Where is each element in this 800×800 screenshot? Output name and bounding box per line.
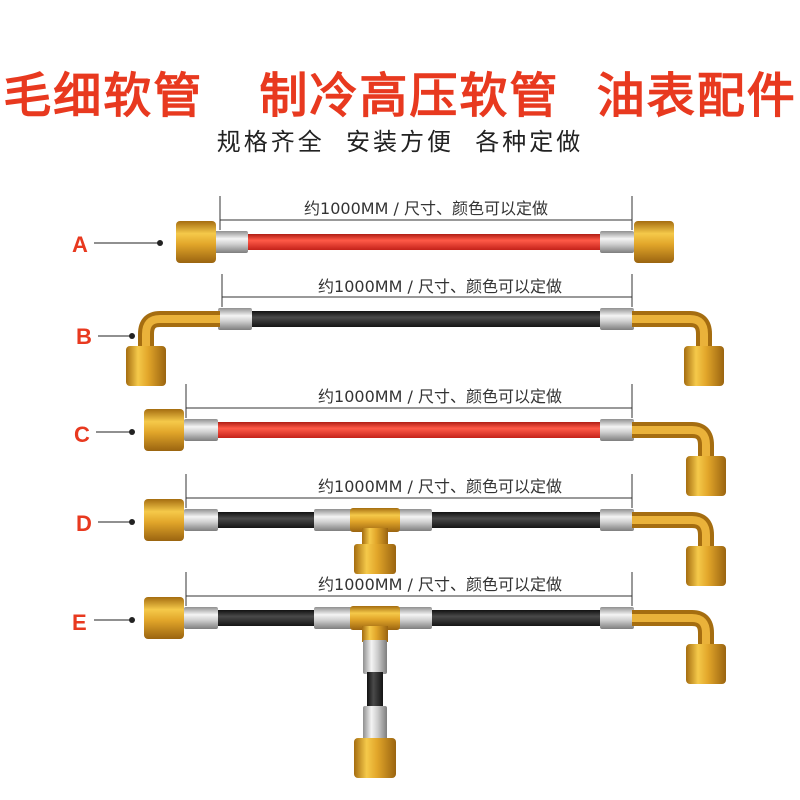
dimension-line: 约1000MM / 尺寸、颜色可以定做 — [185, 384, 633, 418]
brass-tee-fitting — [350, 508, 400, 574]
hose-variant-e: E 约1000MM / 尺寸、颜色可以定做 — [72, 572, 726, 778]
crimp-sleeve — [184, 419, 218, 441]
brass-nut — [176, 221, 216, 263]
crimp-sleeve — [314, 509, 352, 531]
hose-red — [240, 234, 608, 250]
crimp-sleeve — [314, 607, 352, 629]
crimp-sleeve — [398, 509, 432, 531]
hose-variant-b: B 约1000MM / 尺寸、颜色可以定做 — [76, 274, 724, 386]
variant-label-c: C — [74, 422, 90, 447]
variant-label-a: A — [72, 232, 88, 257]
crimp-sleeve — [184, 509, 218, 531]
crimp-sleeve — [600, 419, 634, 441]
dimension-line: 约1000MM / 尺寸、颜色可以定做 — [219, 196, 633, 230]
hose-variant-c: C 约1000MM / 尺寸、颜色可以定做 — [74, 384, 726, 496]
brass-tee-fitting — [350, 606, 400, 642]
page-title: 毛细软管 制冷高压软管 油表配件 — [3, 68, 797, 124]
dimension-line: 约1000MM / 尺寸、颜色可以定做 — [185, 474, 633, 508]
dimension-line: 约1000MM / 尺寸、颜色可以定做 — [221, 274, 633, 307]
dimension-line: 约1000MM / 尺寸、颜色可以定做 — [185, 572, 633, 606]
leader-dot — [157, 240, 163, 246]
dimension-label: 约1000MM / 尺寸、颜色可以定做 — [318, 575, 562, 594]
crimp-sleeve — [363, 640, 387, 674]
crimp-sleeve — [363, 706, 387, 740]
crimp-sleeve — [184, 607, 218, 629]
crimp-sleeve — [600, 308, 634, 330]
variant-label-d: D — [76, 511, 92, 536]
brass-nut — [686, 456, 726, 496]
crimp-sleeve — [214, 231, 248, 253]
brass-nut — [354, 738, 396, 778]
leader-dot — [129, 333, 135, 339]
brass-nut — [144, 409, 184, 451]
leader-dot — [129, 429, 135, 435]
crimp-sleeve — [218, 308, 252, 330]
dimension-label: 约1000MM / 尺寸、颜色可以定做 — [318, 387, 562, 406]
dimension-label: 约1000MM / 尺寸、颜色可以定做 — [318, 477, 562, 496]
crimp-sleeve — [600, 607, 634, 629]
hose-variant-a: A 约1000MM / 尺寸、颜色可以定做 — [72, 196, 674, 263]
variant-label-b: B — [76, 324, 92, 349]
crimp-sleeve — [398, 607, 432, 629]
brass-nut — [686, 644, 726, 684]
leader-dot — [129, 617, 135, 623]
dimension-label: 约1000MM / 尺寸、颜色可以定做 — [304, 199, 548, 218]
hose-red — [204, 422, 608, 438]
leader-dot — [129, 519, 135, 525]
brass-nut — [686, 546, 726, 586]
hose-black — [240, 311, 608, 327]
variant-label-e: E — [72, 610, 87, 635]
brass-nut — [144, 597, 184, 639]
crimp-sleeve — [600, 509, 634, 531]
crimp-sleeve — [600, 231, 634, 253]
brass-nut — [634, 221, 674, 263]
dimension-label: 约1000MM / 尺寸、颜色可以定做 — [318, 277, 562, 296]
brass-nut — [126, 346, 166, 386]
hose-black-branch — [367, 672, 383, 712]
brass-nut — [684, 346, 724, 386]
page-subtitle: 规格齐全 安装方便 各种定做 — [216, 128, 584, 156]
brass-nut — [144, 499, 184, 541]
hose-variant-d: D 约1000MM / 尺寸、颜色可以定做 — [76, 474, 726, 586]
